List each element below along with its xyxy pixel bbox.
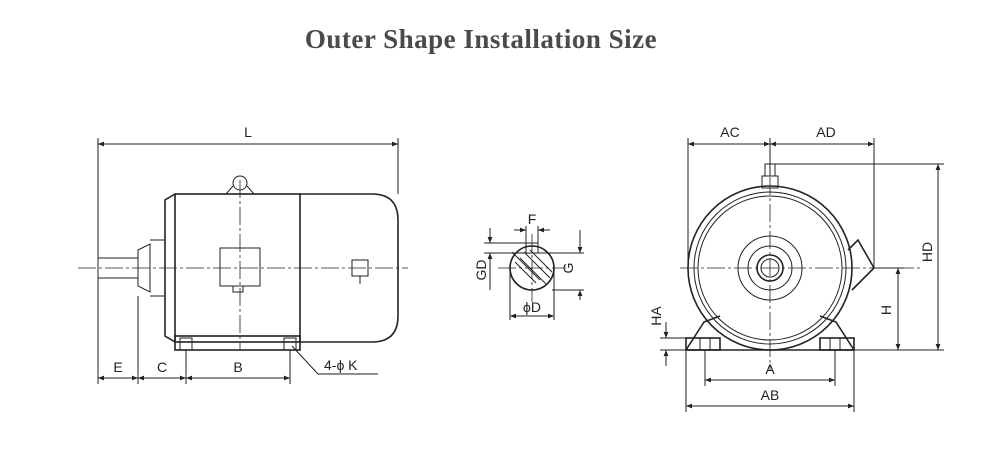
side-view: L E C B 4-ϕ K bbox=[78, 124, 408, 384]
dim-label-H: H bbox=[878, 305, 894, 315]
dim-label-D: ϕD bbox=[523, 299, 541, 315]
dim-label-HD: HD bbox=[919, 242, 935, 262]
dim-label-AB: AB bbox=[761, 387, 780, 403]
dim-label-B: B bbox=[233, 359, 242, 375]
shaft-section: F GD G ϕD bbox=[473, 211, 584, 320]
page-title: Outer Shape Installation Size bbox=[304, 24, 658, 54]
dim-label-A: A bbox=[765, 361, 775, 377]
dim-label-L: L bbox=[244, 124, 252, 140]
dim-label-AC: AC bbox=[720, 124, 739, 140]
dim-label-F: F bbox=[528, 211, 537, 227]
dim-label-G: G bbox=[560, 263, 576, 274]
dim-label-GD: GD bbox=[473, 260, 489, 281]
dim-label-E: E bbox=[113, 359, 122, 375]
front-view: AC AD HD H HA A AB bbox=[648, 124, 944, 412]
dim-label-C: C bbox=[157, 359, 167, 375]
dim-label-AD: AD bbox=[816, 124, 835, 140]
dim-label-HA: HA bbox=[648, 306, 664, 326]
dim-label-K: 4-ϕ K bbox=[324, 357, 358, 373]
